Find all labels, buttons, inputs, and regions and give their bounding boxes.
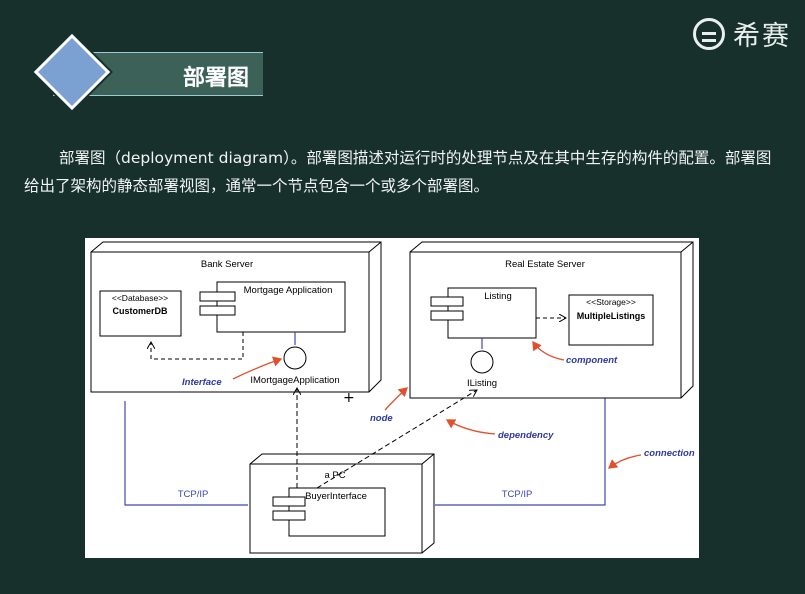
brand-logo-icon	[693, 17, 725, 50]
storage-stereotype: <<Storage>>	[586, 297, 636, 307]
multiple-listings-label: MultipleListings	[577, 311, 646, 321]
tcpip-right-label: TCP/IP	[502, 489, 533, 500]
customer-db-label: CustomerDB	[112, 306, 168, 316]
multiple-listings-box	[568, 294, 654, 346]
node-pointer-arrow	[384, 387, 408, 411]
customer-db-box	[99, 290, 182, 337]
diamond-icon	[33, 33, 111, 111]
tcpip-left-label: TCP/IP	[178, 489, 209, 500]
imortgage-label: IMortgageApplication	[250, 375, 339, 386]
listing-label: Listing	[484, 291, 511, 302]
db-dependency-arrow	[151, 332, 244, 360]
database-stereotype: <<Database>>	[112, 293, 168, 303]
mortgage-application-component	[199, 281, 346, 333]
buyer-interface-component	[272, 487, 386, 537]
connection-pointer-arrow	[607, 454, 642, 469]
description-paragraph: 部署图（deployment diagram）。部署图描述对运行时的处理节点及在…	[24, 149, 772, 195]
ilisting-interface-circle	[470, 350, 494, 374]
interface-pointer-arrow	[232, 356, 283, 380]
imortgage-interface-circle	[283, 346, 307, 370]
listing-component	[430, 287, 537, 339]
annotation-interface: Interface	[182, 377, 222, 388]
dependency-pointer-arrow	[445, 419, 496, 435]
mortgage-application-label: Mortgage Application	[244, 285, 333, 296]
real-estate-server-label: Real Estate Server	[505, 259, 585, 270]
component-pointer-arrow	[532, 340, 565, 361]
crosshair-cursor-icon: +	[343, 390, 355, 406]
buyer-interface-label: BuyerInterface	[305, 491, 367, 502]
bank-server-label: Bank Server	[201, 259, 253, 270]
annotation-node: node	[370, 413, 393, 424]
page-title: 部署图	[182, 66, 249, 91]
diagram-svg: Bank Server <<Database>> CustomerDB Mort…	[90, 241, 695, 554]
annotation-connection: connection	[644, 448, 695, 459]
annotation-dependency: dependency	[498, 430, 554, 441]
deployment-diagram: Bank Server <<Database>> CustomerDB Mort…	[85, 238, 699, 558]
annotation-component: component	[566, 355, 618, 366]
brand-logo: 希赛	[693, 14, 791, 53]
ilisting-label: IListing	[467, 378, 497, 389]
pc-label: a PC	[324, 470, 345, 481]
buyer-to-ilisting-arrow	[316, 390, 477, 489]
brand-name: 希赛	[733, 21, 791, 52]
